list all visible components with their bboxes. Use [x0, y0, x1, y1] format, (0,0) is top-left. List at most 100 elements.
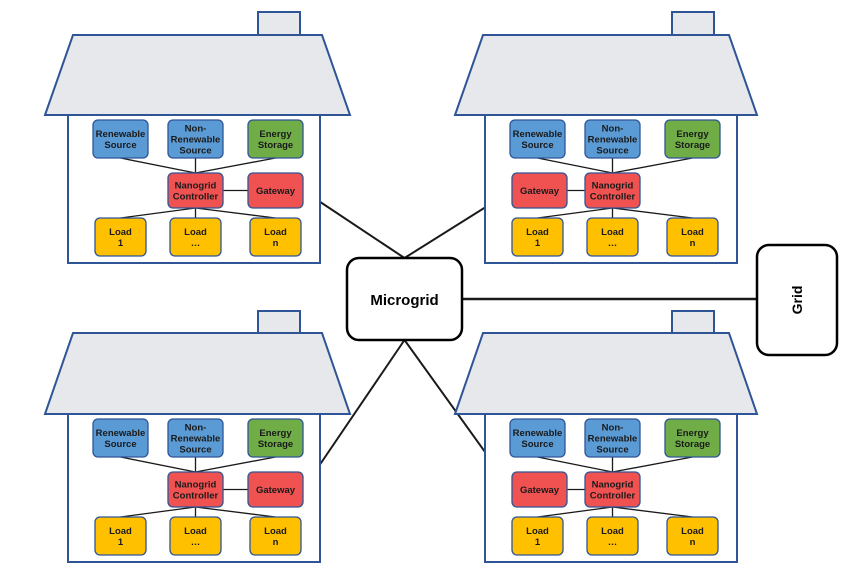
grid-label: Grid [789, 286, 805, 315]
load-box-label-line: 1 [118, 238, 124, 249]
energy-storage-box-label-line: Energy [676, 129, 709, 140]
nanogrid-controller-box-label-line: Nanogrid [592, 181, 634, 192]
house-top-right: RenewableSourceNon-RenewableSourceEnergy… [453, 11, 759, 264]
source-link [612, 456, 693, 473]
source-link [120, 456, 196, 473]
load-box-label-line: Load [526, 526, 549, 537]
energy-storage-box-label-line: Energy [259, 428, 292, 439]
energy-storage-box-label-line: Storage [258, 439, 293, 450]
load-box-label-line: Load [601, 227, 624, 238]
load-box-label-line: Load [264, 526, 287, 537]
load-box-label-line: Load [184, 526, 207, 537]
nonrenewable-source-box [584, 119, 641, 159]
renewable-source-box [92, 119, 149, 159]
load-box-label-line: … [608, 238, 618, 249]
source-link [612, 157, 693, 174]
nanogrid-controller-box [167, 172, 224, 209]
nonrenewable-source-box-label-line: Source [179, 445, 211, 456]
renewable-source-box-label-line: Renewable [96, 428, 146, 439]
roof [453, 332, 759, 415]
nonrenewable-source-box-label-line: Renewable [171, 135, 221, 146]
load-box-label-line: n [690, 238, 696, 249]
nonrenewable-source-box-label-line: Renewable [588, 434, 638, 445]
nanogrid-controller-box-label-line: Controller [590, 491, 636, 502]
load-box-label-line: Load [601, 526, 624, 537]
load-link [195, 207, 276, 219]
renewable-source-box [509, 418, 566, 458]
house-top-left: RenewableSourceNon-RenewableSourceEnergy… [43, 11, 352, 264]
load-box [666, 217, 719, 257]
nanogrid-controller-box-label-line: Controller [590, 192, 636, 203]
source-link [195, 456, 276, 473]
load-box-label-line: n [273, 537, 279, 548]
internal-links [120, 157, 276, 219]
energy-storage-box-label-line: Storage [675, 140, 710, 151]
gateway-box [247, 172, 304, 209]
load-box-label-line: Load [184, 227, 207, 238]
nonrenewable-source-box-label-line: Source [179, 146, 211, 157]
load-link [537, 506, 613, 518]
load-box-label-line: … [191, 537, 201, 548]
microgrid-label: Microgrid [370, 292, 438, 309]
nonrenewable-source-box-label-line: Source [596, 146, 628, 157]
energy-storage-box [664, 418, 721, 458]
load-box-label-line: Load [681, 227, 704, 238]
renewable-source-box-label-line: Source [104, 140, 136, 151]
load-box-label-line: 1 [118, 537, 124, 548]
gateway-box [511, 172, 568, 209]
houses: RenewableSourceNon-RenewableSourceEnergy… [43, 11, 759, 563]
nanogrid-controller-box [584, 471, 641, 508]
load-box-label-line: 1 [535, 238, 541, 249]
source-link [537, 157, 613, 174]
internal-links [537, 157, 693, 219]
nonrenewable-source-box-label-line: Non- [185, 423, 207, 434]
load-box-label-line: n [273, 238, 279, 249]
microgrid-node [345, 256, 464, 342]
nanogrid-controller-box-label-line: Nanogrid [175, 480, 217, 491]
energy-storage-box-label-line: Energy [676, 428, 709, 439]
load-box-label-line: Load [681, 526, 704, 537]
nonrenewable-source-box-label-line: Non- [602, 423, 624, 434]
load-box [249, 516, 302, 556]
load-box [586, 516, 639, 556]
load-link [537, 207, 613, 219]
renewable-source-box-label-line: Renewable [513, 129, 563, 140]
house-bottom-right: RenewableSourceNon-RenewableSourceEnergy… [453, 310, 759, 563]
grid-node [755, 243, 839, 357]
renewable-source-box-label-line: Source [521, 439, 553, 450]
load-box [586, 217, 639, 257]
load-box-label-line: … [191, 238, 201, 249]
source-link [537, 456, 613, 473]
load-box-label-line: 1 [535, 537, 541, 548]
roof [453, 34, 759, 116]
load-box [94, 217, 147, 257]
load-box [169, 217, 222, 257]
load-box [511, 516, 564, 556]
load-box [94, 516, 147, 556]
nonrenewable-source-box-label-line: Source [596, 445, 628, 456]
source-link [195, 157, 276, 174]
nanogrid-controller-box [584, 172, 641, 209]
load-link [612, 207, 693, 219]
energy-storage-box-label-line: Energy [259, 129, 292, 140]
nonrenewable-source-box [584, 418, 641, 458]
internal-links [537, 456, 693, 518]
renewable-source-box-label-line: Source [521, 140, 553, 151]
renewable-source-box-label-line: Renewable [96, 129, 146, 140]
network-nodes: Microgrid Grid [345, 243, 839, 357]
load-box-label-line: Load [264, 227, 287, 238]
load-box-label-line: Load [109, 526, 132, 537]
nonrenewable-source-box-label-line: Renewable [171, 434, 221, 445]
load-box-label-line: … [608, 537, 618, 548]
gateway-box [247, 471, 304, 508]
nanogrid-controller-box-label-line: Controller [173, 491, 219, 502]
gateway-box-label-line: Gateway [256, 186, 296, 197]
gateway-box-label-line: Gateway [520, 186, 560, 197]
energy-storage-box [664, 119, 721, 159]
nanogrid-controller-box-label-line: Nanogrid [175, 181, 217, 192]
load-box [249, 217, 302, 257]
source-link [120, 157, 196, 174]
nanogrid-controller-box-label-line: Controller [173, 192, 219, 203]
